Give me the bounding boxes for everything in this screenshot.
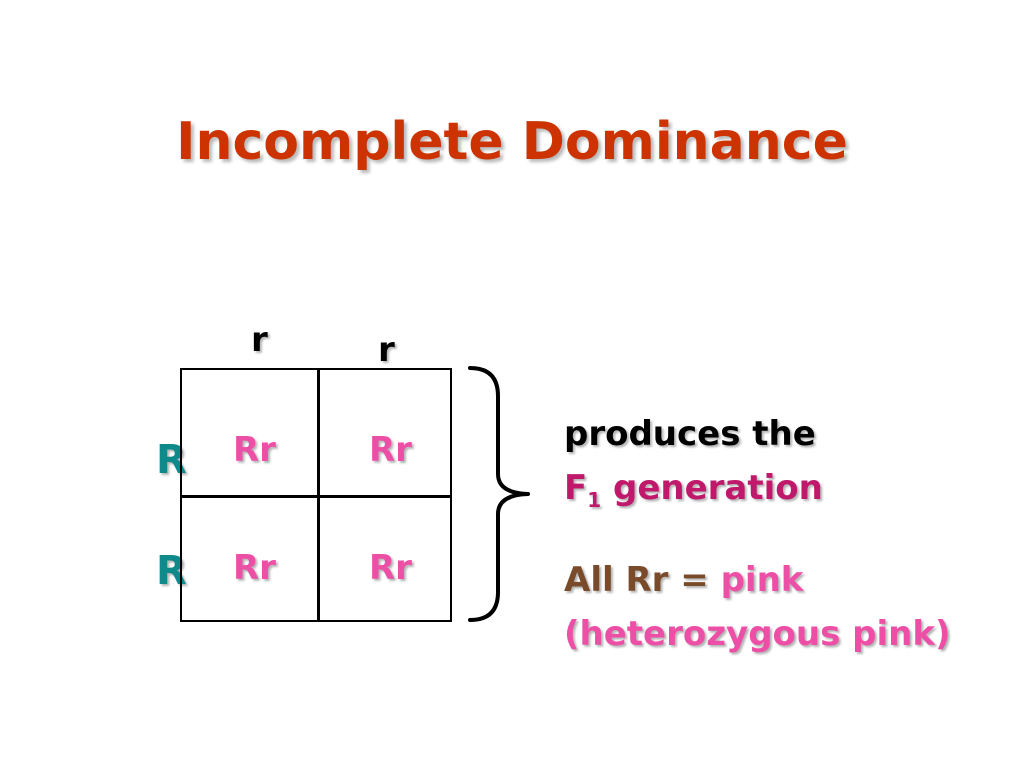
punnett-square: [180, 368, 452, 622]
all-rr-text: All Rr = pink: [564, 560, 803, 600]
f1-generation-text: F1 generation: [564, 468, 823, 512]
punnett-cell-bottom-right: Rr: [369, 548, 412, 588]
punnett-cell-top-right: Rr: [369, 430, 412, 470]
f-letter: F: [564, 468, 588, 508]
generation-word: generation: [601, 468, 823, 508]
heterozygous-text: (heterozygous pink): [564, 614, 951, 654]
curly-brace-icon: [468, 366, 530, 622]
column-allele-1: r: [251, 320, 268, 360]
grid-horizontal-divider: [182, 495, 450, 498]
slide-title: Incomplete Dominance: [176, 112, 848, 172]
punnett-cell-top-left: Rr: [233, 430, 276, 470]
column-allele-2: r: [378, 330, 395, 370]
punnett-cell-bottom-left: Rr: [233, 548, 276, 588]
all-rr-label: All Rr =: [564, 560, 721, 600]
produces-text: produces the: [564, 414, 816, 454]
f-subscript: 1: [587, 488, 602, 512]
pink-word: pink: [720, 560, 804, 600]
